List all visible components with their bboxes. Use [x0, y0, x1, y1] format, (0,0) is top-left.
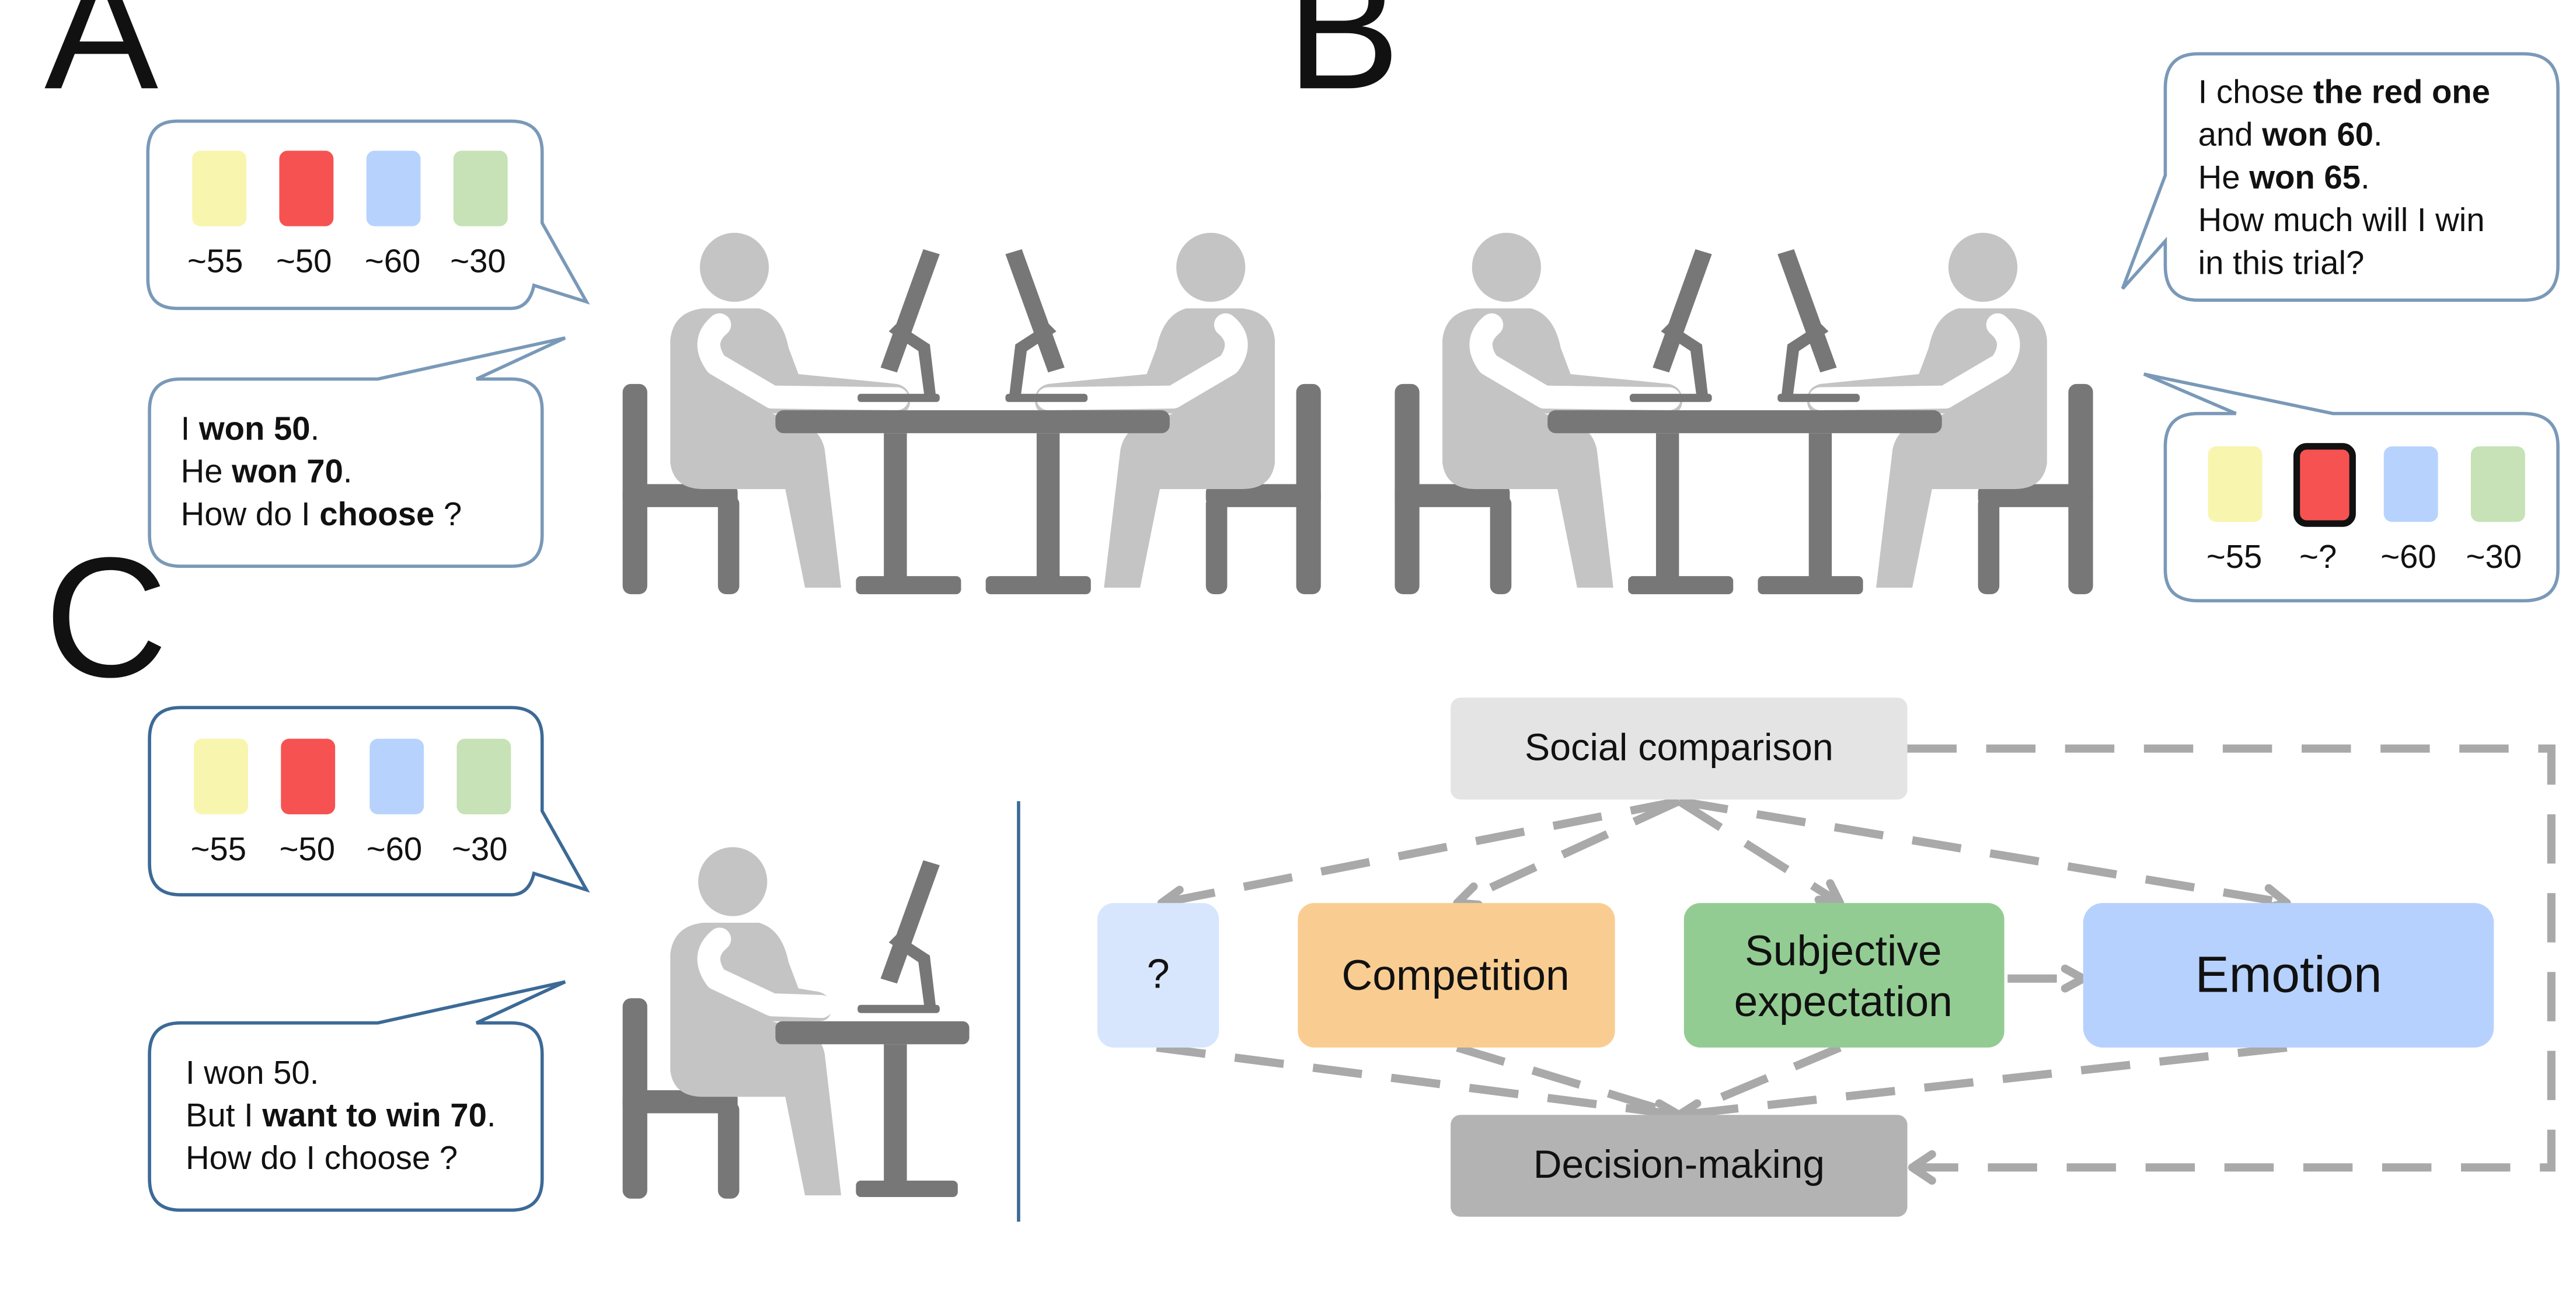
node-question-label: ?: [1147, 950, 1170, 996]
person-left-icon: [1442, 232, 1682, 588]
cards-bubble-c: ~55 ~50 ~60 ~30: [148, 706, 590, 896]
monitor-icon: [857, 860, 940, 1013]
monitor-right-icon: [1777, 249, 1860, 402]
monitor-left-icon: [1629, 249, 1712, 402]
node-decision-making-label: Decision-making: [1533, 1143, 1825, 1187]
table-icon: [1547, 410, 1942, 595]
monitor-left-icon: [857, 249, 940, 402]
card-green: [456, 738, 511, 815]
scene-single-player: [622, 847, 970, 1199]
chair-left-icon: [622, 383, 740, 595]
node-competition-label: Competition: [1341, 951, 1569, 999]
speech-bubble-c: I won 50. But I want to win 70. How do I…: [148, 980, 566, 1212]
speech-a-line-1: I won 50.: [181, 410, 320, 447]
person-icon: [670, 847, 841, 1196]
node-social-comparison-label: Social comparison: [1525, 726, 1833, 769]
scene-two-players-b: [1395, 232, 2093, 595]
panel-label-a: A: [44, 0, 159, 125]
card-label-red: ~?: [2299, 538, 2337, 575]
panel-a: ~55 ~50 ~60 ~30 I won 50. He won 70. How…: [146, 119, 1321, 595]
card-label-red: ~50: [276, 242, 332, 279]
node-question: ?: [1097, 903, 1219, 1048]
card-label-yellow: ~55: [191, 831, 246, 867]
speech-a-line-3: How do I choose ?: [181, 496, 462, 532]
node-subjective-expectation: Subjective expectation: [1683, 903, 2005, 1048]
desk-icon: [775, 1021, 970, 1197]
panel-b: I chose the red one and won 60. He won 6…: [1395, 52, 2560, 603]
node-decision-making: Decision-making: [1451, 1115, 1908, 1217]
card-label-yellow: ~55: [187, 242, 243, 279]
chair-right-icon: [1978, 383, 2093, 595]
node-competition: Competition: [1298, 903, 1615, 1048]
card-label-green: ~30: [450, 242, 506, 279]
card-red: [281, 738, 336, 815]
node-emotion-label: Emotion: [2195, 947, 2382, 1003]
person-left-icon: [670, 232, 911, 588]
card-label-yellow: ~55: [2206, 538, 2262, 575]
card-label-green: ~30: [452, 831, 507, 867]
speech-b-line-2: and won 60.: [2198, 116, 2383, 153]
flow-diagram: Social comparison ? Competition Subjecti…: [1097, 697, 2556, 1217]
card-red: [279, 151, 334, 226]
card-yellow: [194, 738, 248, 815]
speech-b-line-5: in this trial?: [2198, 244, 2365, 281]
node-expectation-label-2: expectation: [1734, 978, 1953, 1025]
speech-b-line-4: How much will I win: [2198, 201, 2485, 238]
cards-bubble-a: ~55 ~50 ~60 ~30: [146, 119, 590, 310]
chair-right-icon: [1205, 383, 1321, 595]
card-yellow: [192, 151, 247, 226]
monitor-right-icon: [1005, 249, 1088, 402]
card-blue: [2383, 446, 2438, 522]
speech-bubble-a: I won 50. He won 70. How do I choose ?: [148, 336, 566, 568]
panel-c: ~55 ~50 ~60 ~30 I won 50. But I want to …: [148, 697, 2556, 1222]
card-green: [2470, 446, 2525, 522]
speech-bubble-b: I chose the red one and won 60. He won 6…: [2121, 52, 2560, 302]
chair-left-icon: [1395, 383, 1512, 595]
speech-c-line-3: How do I choose ?: [186, 1139, 458, 1176]
card-blue: [366, 151, 421, 226]
card-blue: [370, 738, 424, 815]
card-green: [453, 151, 508, 226]
card-label-blue: ~60: [365, 242, 420, 279]
cards-bubble-b: ~55 ~? ~60 ~30: [2143, 372, 2560, 603]
card-label-blue: ~60: [367, 831, 422, 867]
speech-b-line-1: I chose the red one: [2198, 74, 2490, 110]
speech-a-line-2: He won 70.: [181, 453, 353, 490]
card-yellow: [2208, 446, 2263, 522]
node-expectation-label-1: Subjective: [1745, 927, 1942, 975]
panel-label-b: B: [1287, 0, 1400, 125]
node-emotion: Emotion: [2083, 903, 2494, 1048]
card-label-green: ~30: [2466, 538, 2522, 575]
card-red-selected: [2293, 443, 2356, 527]
card-label-red: ~50: [280, 831, 335, 867]
speech-c-line-2: But I want to win 70.: [186, 1097, 496, 1133]
card-label-blue: ~60: [2380, 538, 2436, 575]
person-right-icon: [1807, 232, 2047, 588]
speech-c-line-1: I won 50.: [186, 1054, 319, 1091]
node-social-comparison: Social comparison: [1451, 697, 1908, 800]
speech-b-line-3: He won 65.: [2198, 159, 2370, 196]
table-icon: [775, 410, 1170, 595]
person-right-icon: [1035, 232, 1275, 588]
scene-two-players-a: [622, 232, 1321, 595]
panel-label-c: C: [44, 522, 168, 713]
